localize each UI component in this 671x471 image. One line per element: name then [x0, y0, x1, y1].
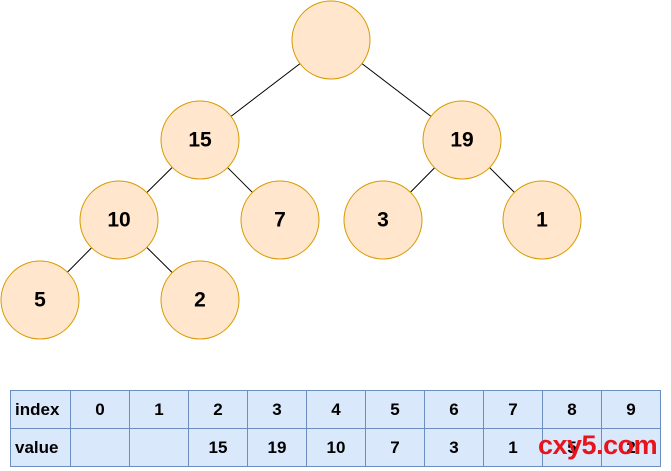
tree-node-label: 7	[274, 209, 286, 232]
tree-node: 5	[0, 260, 80, 340]
tree-edge	[67, 247, 92, 273]
index-cell: 4	[306, 390, 366, 429]
tree-node-circle	[343, 180, 423, 260]
tree-node-circle	[502, 180, 582, 260]
index-cell: 8	[542, 390, 602, 429]
value-cell: 1	[483, 428, 543, 467]
value-cell: 2	[601, 428, 661, 467]
index-cell: 7	[483, 390, 543, 429]
index-row: index 0 1 2 3 4 5 6 7 8 9	[10, 390, 661, 429]
index-row-label: index	[10, 390, 71, 429]
tree-edge	[361, 63, 432, 117]
value-cell	[129, 428, 189, 467]
value-cell: 15	[188, 428, 248, 467]
tree-edge	[230, 63, 301, 117]
tree-edge	[146, 247, 173, 273]
index-cell: 3	[247, 390, 307, 429]
value-cell: 3	[424, 428, 484, 467]
tree-edge	[410, 167, 435, 193]
index-cell: 9	[601, 390, 661, 429]
index-cell: 2	[188, 390, 248, 429]
tree-node-circle	[422, 100, 502, 180]
tree-node: 7	[240, 180, 320, 260]
tree-node: 1	[502, 180, 582, 260]
value-cell	[70, 428, 130, 467]
index-cell: 5	[365, 390, 425, 429]
tree-node-label: 19	[450, 129, 473, 152]
tree-node: 10	[79, 180, 159, 260]
tree-node-circle	[0, 260, 80, 340]
tree-edge	[146, 167, 173, 193]
heap-array-table: index 0 1 2 3 4 5 6 7 8 9 value 15 19 10…	[10, 390, 661, 467]
tree-node: 2	[160, 260, 240, 340]
tree-node-label: 1	[536, 209, 548, 232]
tree-edge	[227, 167, 253, 193]
tree-node: 3	[343, 180, 423, 260]
tree-node-circle	[79, 180, 159, 260]
tree-edges	[67, 63, 515, 273]
value-cell: 10	[306, 428, 366, 467]
index-cell: 0	[70, 390, 130, 429]
index-cell: 6	[424, 390, 484, 429]
value-cell: 19	[247, 428, 307, 467]
tree-node-label: 15	[188, 129, 212, 152]
tree-node: 19	[422, 100, 502, 180]
tree-node-label: 2	[194, 289, 206, 312]
tree-node-label: 5	[34, 289, 46, 312]
value-cell: 7	[365, 428, 425, 467]
tree-node-circle	[240, 180, 320, 260]
tree-node-label: 3	[377, 209, 389, 232]
tree-node-label: 10	[107, 209, 130, 232]
tree-edge	[489, 167, 515, 193]
tree-node-circle	[291, 0, 371, 80]
tree-node	[291, 0, 371, 80]
index-cell: 1	[129, 390, 189, 429]
watermark-logo: cxy5.com	[538, 430, 658, 460]
tree-node: 15	[160, 100, 240, 180]
tree-node-circle	[160, 260, 240, 340]
value-row: value 15 19 10 7 3 1 5 2	[10, 428, 661, 467]
value-row-label: value	[10, 428, 71, 467]
tree-node-circle	[160, 100, 240, 180]
